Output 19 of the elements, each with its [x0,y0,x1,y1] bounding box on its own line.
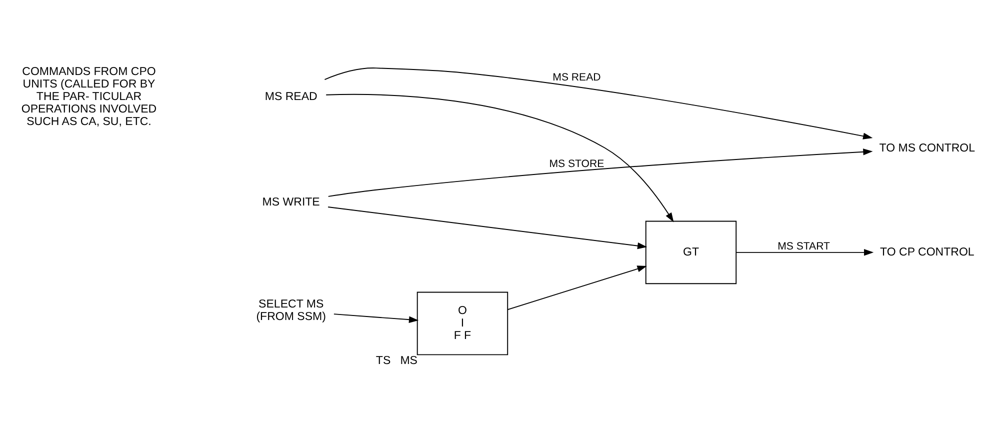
node-text: TO CP CONTROL [880,246,974,258]
arrow [507,266,647,310]
node-label: TS MS [376,354,418,367]
edge-label: MS READ [552,71,601,84]
arrow [736,249,874,256]
node-box: GT [645,220,737,284]
arrow [326,94,674,222]
arrow [333,314,419,323]
node-box: O I F F [416,292,508,356]
edge-label: MS START [778,240,830,252]
node-text: MS READ [264,90,318,103]
arrow [328,206,648,250]
edge-label: MS STORE [549,158,604,170]
node-text: TO MS CONTROL [879,142,976,155]
label: COMMANDS FROM CPO UNITS (CALLED FOR BY THE PAR- TICULAR OPERATIONS INVOLVED SUCH AS CA, SU, ETC. [21,66,157,128]
node-text: SELECT MS (FROM SSM) [256,298,326,324]
arrow [324,68,873,140]
node-text: MS WRITE [262,196,320,208]
arrow [328,148,873,197]
